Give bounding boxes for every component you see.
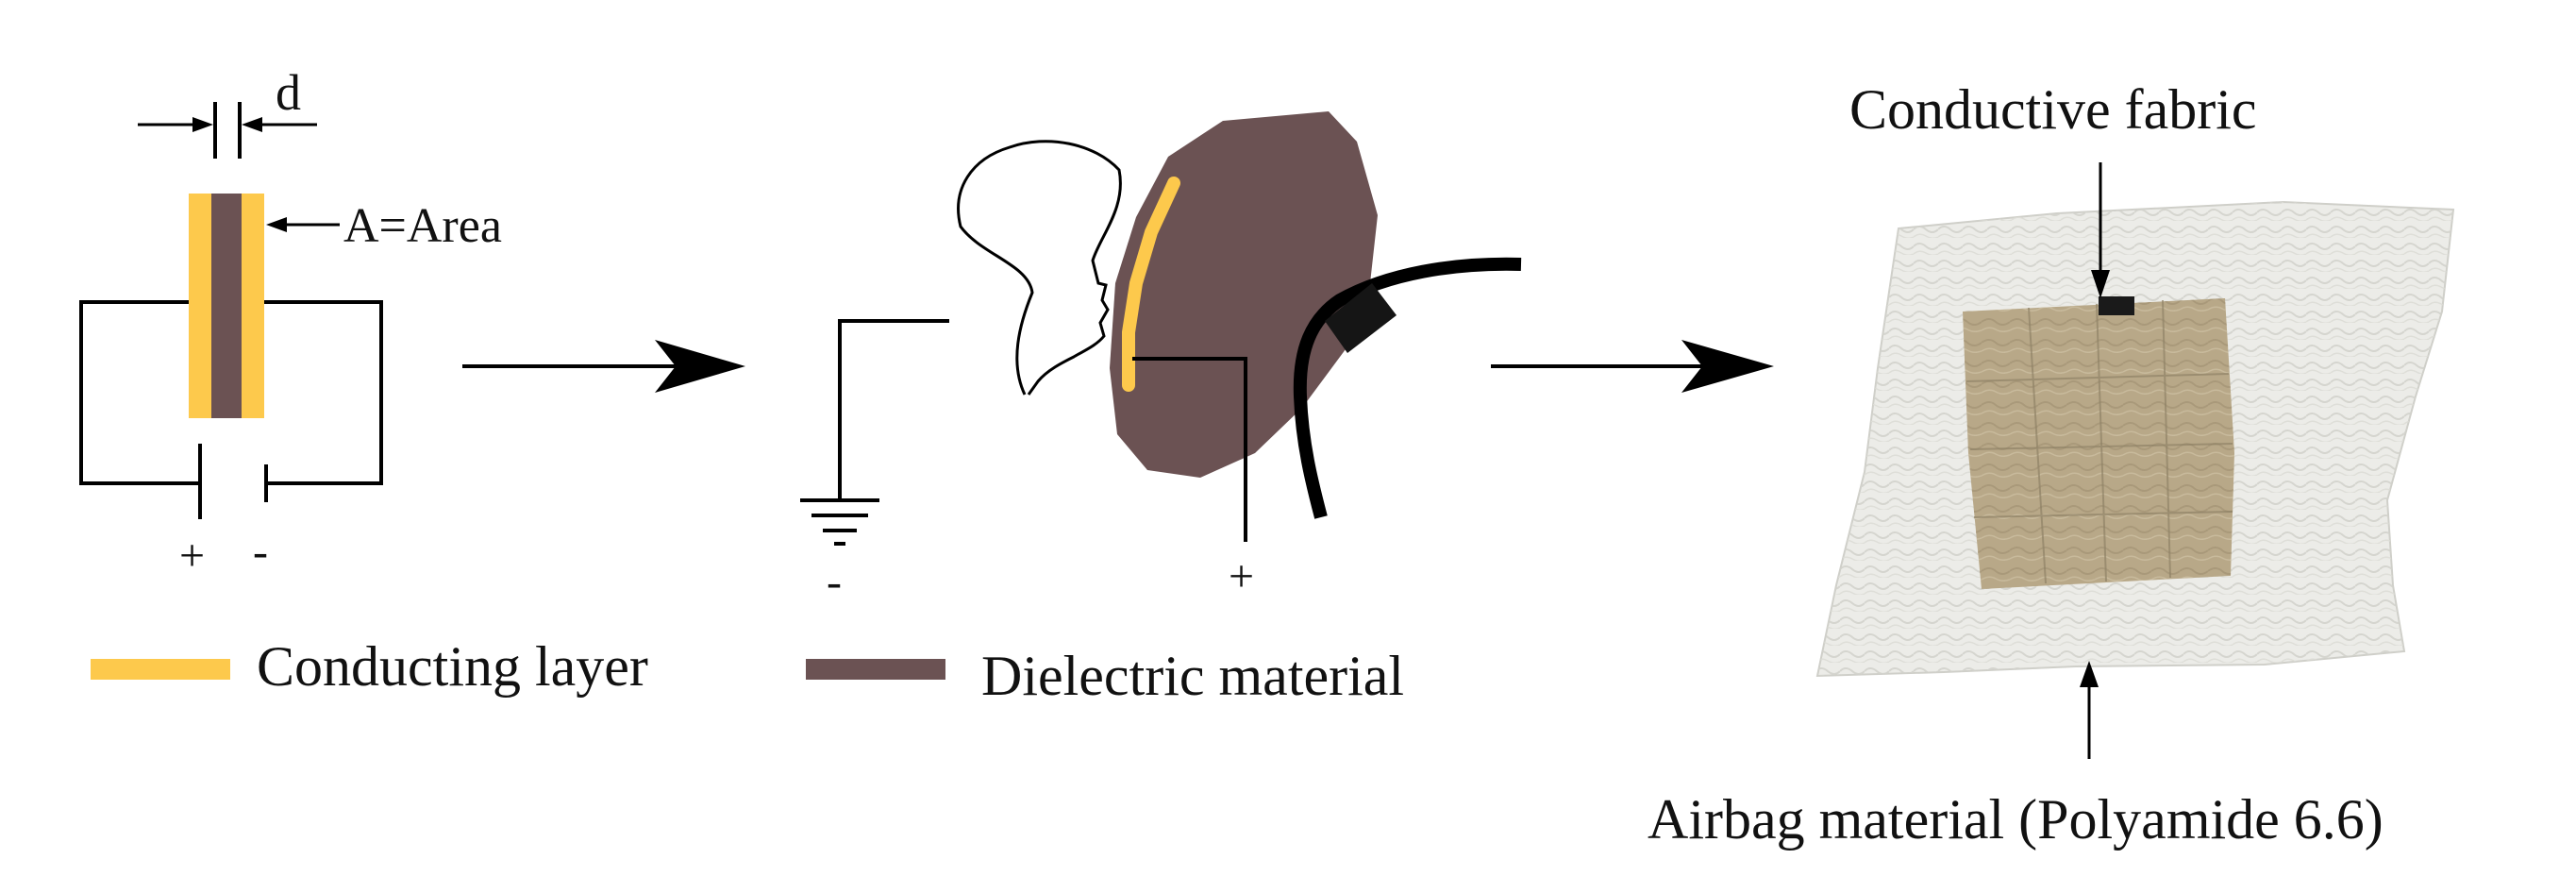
dielectric-swatch: [806, 659, 945, 680]
airbag-conducting-strip: [1122, 177, 1180, 392]
positive-sign: +: [1229, 551, 1254, 601]
airbag-material-label: Airbag material (Polyamide 6.6): [1648, 788, 2384, 851]
head-outline: [957, 140, 1122, 396]
plus-sign: +: [179, 531, 205, 581]
airbag-dielectric-shape: [1110, 111, 1378, 478]
dielectric-legend-label: Dielectric material: [981, 645, 1404, 707]
fabric-sample-photo: [1815, 200, 2455, 678]
patch-stitch-grid: [1965, 299, 2233, 584]
conducting-plate-right: [242, 194, 264, 418]
conducting-legend-label: Conducting layer: [257, 635, 648, 698]
area-pointer-arrow: [266, 217, 340, 232]
conducting-swatch: [91, 659, 230, 680]
circuit-wire: [79, 300, 200, 485]
ground-minus-sign: -: [827, 557, 842, 607]
gap-dimension: [138, 102, 317, 159]
connector-block: [1325, 283, 1397, 353]
ground-wire: [838, 319, 949, 500]
minus-sign: -: [253, 527, 268, 577]
area-label: A=Area: [343, 199, 502, 253]
airbag-material-pointer: [2080, 661, 2099, 759]
capacitor-schematic: d A=Area + -: [79, 64, 502, 581]
gap-label: d: [276, 64, 301, 121]
fabric-connector-tab: [2099, 296, 2134, 315]
flow-arrow-1: [462, 340, 745, 393]
seat-belt-strap: [1293, 257, 1522, 519]
legend: Conducting layer Dielectric material: [91, 635, 1404, 707]
dielectric-layer: [211, 194, 242, 418]
conducting-plate-left: [189, 194, 211, 418]
head-airbag-illustration: - +: [800, 111, 1522, 607]
conductive-fabric-pointer: [2091, 162, 2110, 298]
conductive-fabric-label: Conductive fabric: [1849, 78, 2257, 141]
circuit-wire-right: [264, 300, 383, 485]
ground-symbol: [800, 498, 879, 546]
positive-lead-wire: [1132, 357, 1247, 542]
flow-arrow-2: [1491, 340, 1774, 393]
